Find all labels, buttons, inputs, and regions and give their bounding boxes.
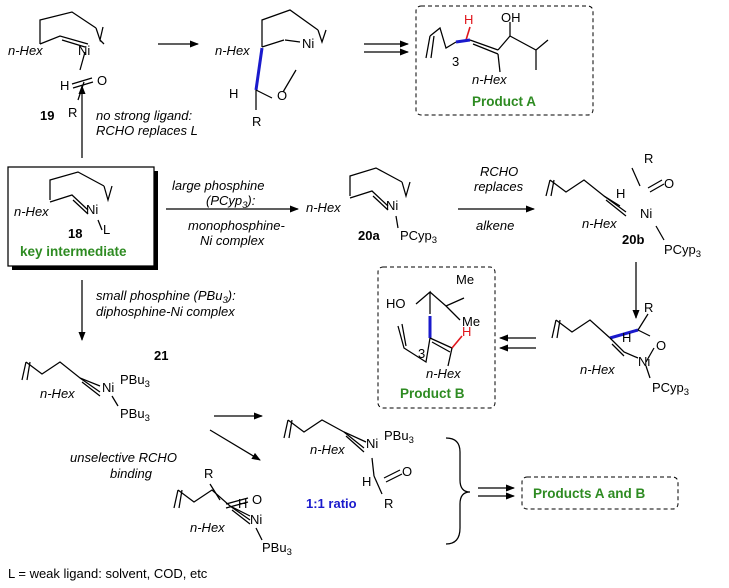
product-b-label: Product B bbox=[400, 386, 465, 401]
condition-rcho-3: alkene bbox=[476, 218, 514, 233]
condition-mono-2: Ni complex bbox=[200, 233, 265, 248]
r-group-label: R bbox=[68, 105, 77, 120]
pbu3-label: PBu3 bbox=[120, 406, 150, 424]
ni-label: Ni bbox=[78, 43, 90, 58]
vinyl-hydrogen-label: H bbox=[464, 12, 473, 27]
pbu3-label: PBu3 bbox=[120, 372, 150, 390]
condition-no-ligand-1: no strong ligand: bbox=[96, 108, 193, 123]
compound-21-number: 21 bbox=[154, 348, 168, 363]
oxygen-label: O bbox=[252, 492, 262, 507]
methyl-label: Me bbox=[462, 314, 480, 329]
condition-small-2: diphosphine-Ni complex bbox=[96, 304, 235, 319]
product-b-structure: Me Me HO H 3 n-Hex Product B bbox=[386, 272, 480, 401]
subscript-3: 3 bbox=[418, 346, 425, 361]
products-ab-box bbox=[521, 476, 679, 510]
hydrogen-label: H bbox=[362, 474, 371, 489]
product-a-structure: H OH 3 n-Hex Product A bbox=[425, 10, 549, 109]
arrow-21-to-complex-bottom bbox=[209, 429, 261, 461]
pbu3-label: PBu3 bbox=[262, 540, 292, 558]
ni-label: Ni bbox=[640, 206, 652, 221]
pbu3-label: PBu3 bbox=[384, 428, 414, 446]
subscript-3: 3 bbox=[452, 54, 459, 69]
ni-label: Ni bbox=[638, 354, 650, 369]
product-a-box bbox=[415, 5, 594, 116]
compound-19: n-Hex Ni O H R 19 bbox=[8, 11, 107, 123]
oxygen-label: O bbox=[656, 338, 666, 353]
key-intermediate-box bbox=[7, 166, 155, 267]
condition-rcho-1: RCHO bbox=[480, 164, 518, 179]
hydrogen-label: H bbox=[229, 86, 238, 101]
n-hex-label: n-Hex bbox=[215, 43, 250, 58]
compound-20a-number: 20a bbox=[358, 228, 380, 243]
hydrogen-label: H bbox=[622, 330, 631, 345]
compound-19-number: 19 bbox=[40, 108, 54, 123]
compound-20b-number: 20b bbox=[622, 232, 644, 247]
curly-brace bbox=[445, 437, 471, 545]
hydroxyl-label: HO bbox=[386, 296, 406, 311]
products-ab-label: Products A and B bbox=[533, 486, 646, 501]
key-intermediate-label: key intermediate bbox=[20, 244, 127, 259]
n-hex-label: n-Hex bbox=[582, 216, 617, 231]
r-group-label: R bbox=[384, 496, 393, 511]
ni-label: Ni bbox=[86, 202, 98, 217]
n-hex-label: n-Hex bbox=[306, 200, 341, 215]
n-hex-label: n-Hex bbox=[310, 442, 345, 457]
aldehyde-complex-upper: n-Hex Ni PBu3 H O R bbox=[283, 419, 414, 511]
n-hex-label: n-Hex bbox=[472, 72, 507, 87]
ligand-label: L bbox=[103, 222, 110, 237]
n-hex-label: n-Hex bbox=[426, 366, 461, 381]
hydroxyl-label: OH bbox=[501, 10, 521, 25]
compound-18-number: 18 bbox=[68, 226, 82, 241]
oxygen-label: O bbox=[97, 73, 107, 88]
condition-no-ligand-2: RCHO replaces L bbox=[96, 123, 198, 138]
ni-label: Ni bbox=[250, 512, 262, 527]
n-hex-label: n-Hex bbox=[40, 386, 75, 401]
oxygen-label: O bbox=[402, 464, 412, 479]
hydrogen-label: H bbox=[616, 186, 625, 201]
compound-20a: n-Hex Ni PCyp3 20a bbox=[306, 167, 437, 246]
pcyp3-label: PCyp3 bbox=[664, 242, 701, 260]
ni-label: Ni bbox=[302, 36, 314, 51]
aldehyde-complex-lower: R H O n-Hex Ni PBu3 bbox=[173, 466, 292, 558]
pcyp3-label: PCyp3 bbox=[652, 380, 689, 398]
hydrogen-label: H bbox=[60, 78, 69, 93]
ratio-label: 1:1 ratio bbox=[306, 496, 357, 511]
compound-18: n-Hex Ni L 18 key intermediate bbox=[14, 171, 127, 259]
vinyl-hydrogen-label: H bbox=[462, 324, 471, 339]
r-group-label: R bbox=[252, 114, 261, 129]
product-a-label: Product A bbox=[472, 94, 536, 109]
condition-unselective-2: binding bbox=[110, 466, 153, 481]
n-hex-label: n-Hex bbox=[580, 362, 615, 377]
n-hex-label: n-Hex bbox=[190, 520, 225, 535]
condition-rcho-2: replaces bbox=[474, 179, 524, 194]
ni-label: Ni bbox=[102, 380, 114, 395]
ni-label: Ni bbox=[366, 436, 378, 451]
compound-21: n-Hex Ni PBu3 PBu3 21 bbox=[21, 348, 168, 424]
condition-small-1: small phosphine (PBu3): bbox=[96, 288, 236, 306]
footnote: L = weak ligand: solvent, COD, etc bbox=[8, 566, 208, 581]
oxygen-label: O bbox=[277, 88, 287, 103]
hydrogen-label: H bbox=[238, 496, 247, 511]
n-hex-label: n-Hex bbox=[14, 204, 49, 219]
condition-large-1: large phosphine bbox=[172, 178, 265, 193]
methyl-label: Me bbox=[456, 272, 474, 287]
oxanickelacycle-right: R H O n-Hex Ni PCyp3 bbox=[551, 300, 689, 398]
condition-unselective-1: unselective RCHO bbox=[70, 450, 177, 465]
pcyp3-label: PCyp3 bbox=[400, 228, 437, 246]
r-group-label: R bbox=[204, 466, 213, 481]
r-group-label: R bbox=[644, 151, 653, 166]
oxanickelacycle-top: n-Hex Ni O H R bbox=[215, 9, 327, 129]
condition-large-2: (PCyp3): bbox=[206, 193, 256, 211]
oxygen-label: O bbox=[664, 176, 674, 191]
condition-mono-1: monophosphine- bbox=[188, 218, 286, 233]
r-group-label: R bbox=[644, 300, 653, 315]
ni-label: Ni bbox=[386, 198, 398, 213]
n-hex-label: n-Hex bbox=[8, 43, 43, 58]
compound-20b: R H O n-Hex Ni PCyp3 20b bbox=[545, 151, 701, 260]
